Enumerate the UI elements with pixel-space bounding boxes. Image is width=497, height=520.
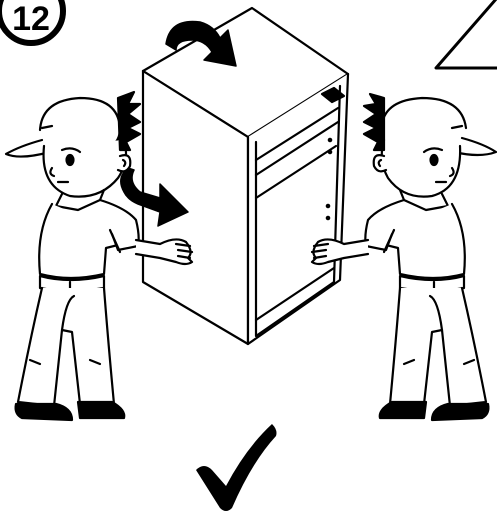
step-number-text: 12 — [12, 2, 50, 36]
cabinet — [143, 8, 348, 344]
warning-triangle-icon — [436, 0, 497, 68]
checkmark-icon — [196, 424, 277, 511]
